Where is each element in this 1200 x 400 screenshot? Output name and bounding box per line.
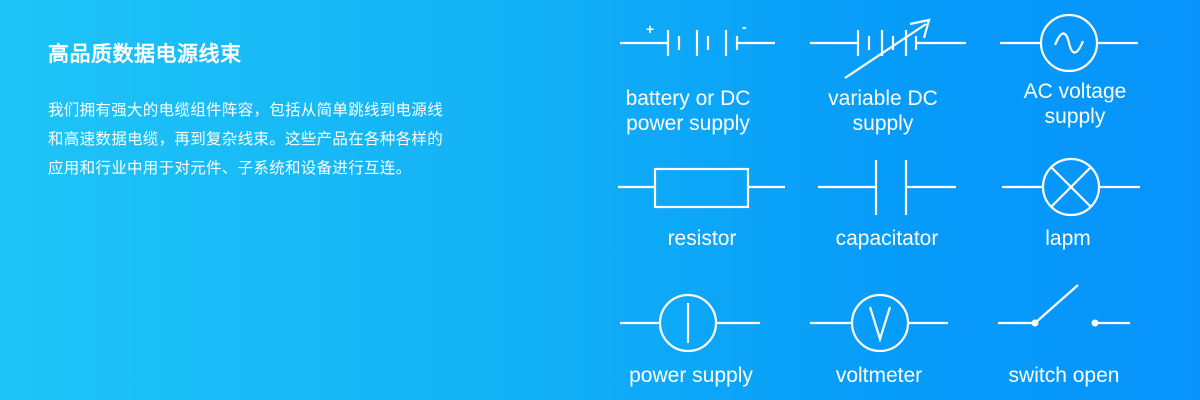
- variable-dc-label-line2: supply: [853, 112, 914, 135]
- battery-plus-sign: +: [646, 21, 654, 37]
- ac-voltage-label-line1: AC voltage: [1024, 80, 1127, 103]
- capacitor-icon: [818, 160, 956, 215]
- ac-voltage-label-line2: supply: [1045, 105, 1106, 128]
- page-title: 高品质数据电源线束: [48, 42, 242, 66]
- voltmeter-label: voltmeter: [836, 364, 922, 387]
- description-text: 我们拥有强大的电缆组件阵容，包括从简单跳线到电源线和高速数据电缆，再到复杂线束。…: [48, 101, 444, 177]
- battery-label-line1: battery or DC: [626, 87, 751, 110]
- battery-label-line2: power supply: [626, 112, 750, 135]
- lamp-icon: [1002, 157, 1140, 217]
- resistor-label: resistor: [668, 227, 737, 250]
- voltmeter-icon: [810, 293, 948, 353]
- power-supply-icon: [620, 293, 760, 353]
- ac-voltage-icon: [1000, 13, 1138, 73]
- variable-dc-label-line1: variable DC: [828, 87, 938, 110]
- switch-open-label: switch open: [1009, 364, 1120, 387]
- lamp-label: lapm: [1045, 227, 1091, 250]
- battery-icon: + -: [620, 19, 775, 56]
- power-supply-label: power supply: [629, 364, 753, 387]
- battery-minus-sign: -: [742, 19, 747, 35]
- switch-open-icon: [998, 284, 1130, 327]
- capacitor-label: capacitator: [836, 227, 939, 250]
- resistor-icon: [618, 167, 785, 209]
- variable-dc-icon: [810, 18, 966, 79]
